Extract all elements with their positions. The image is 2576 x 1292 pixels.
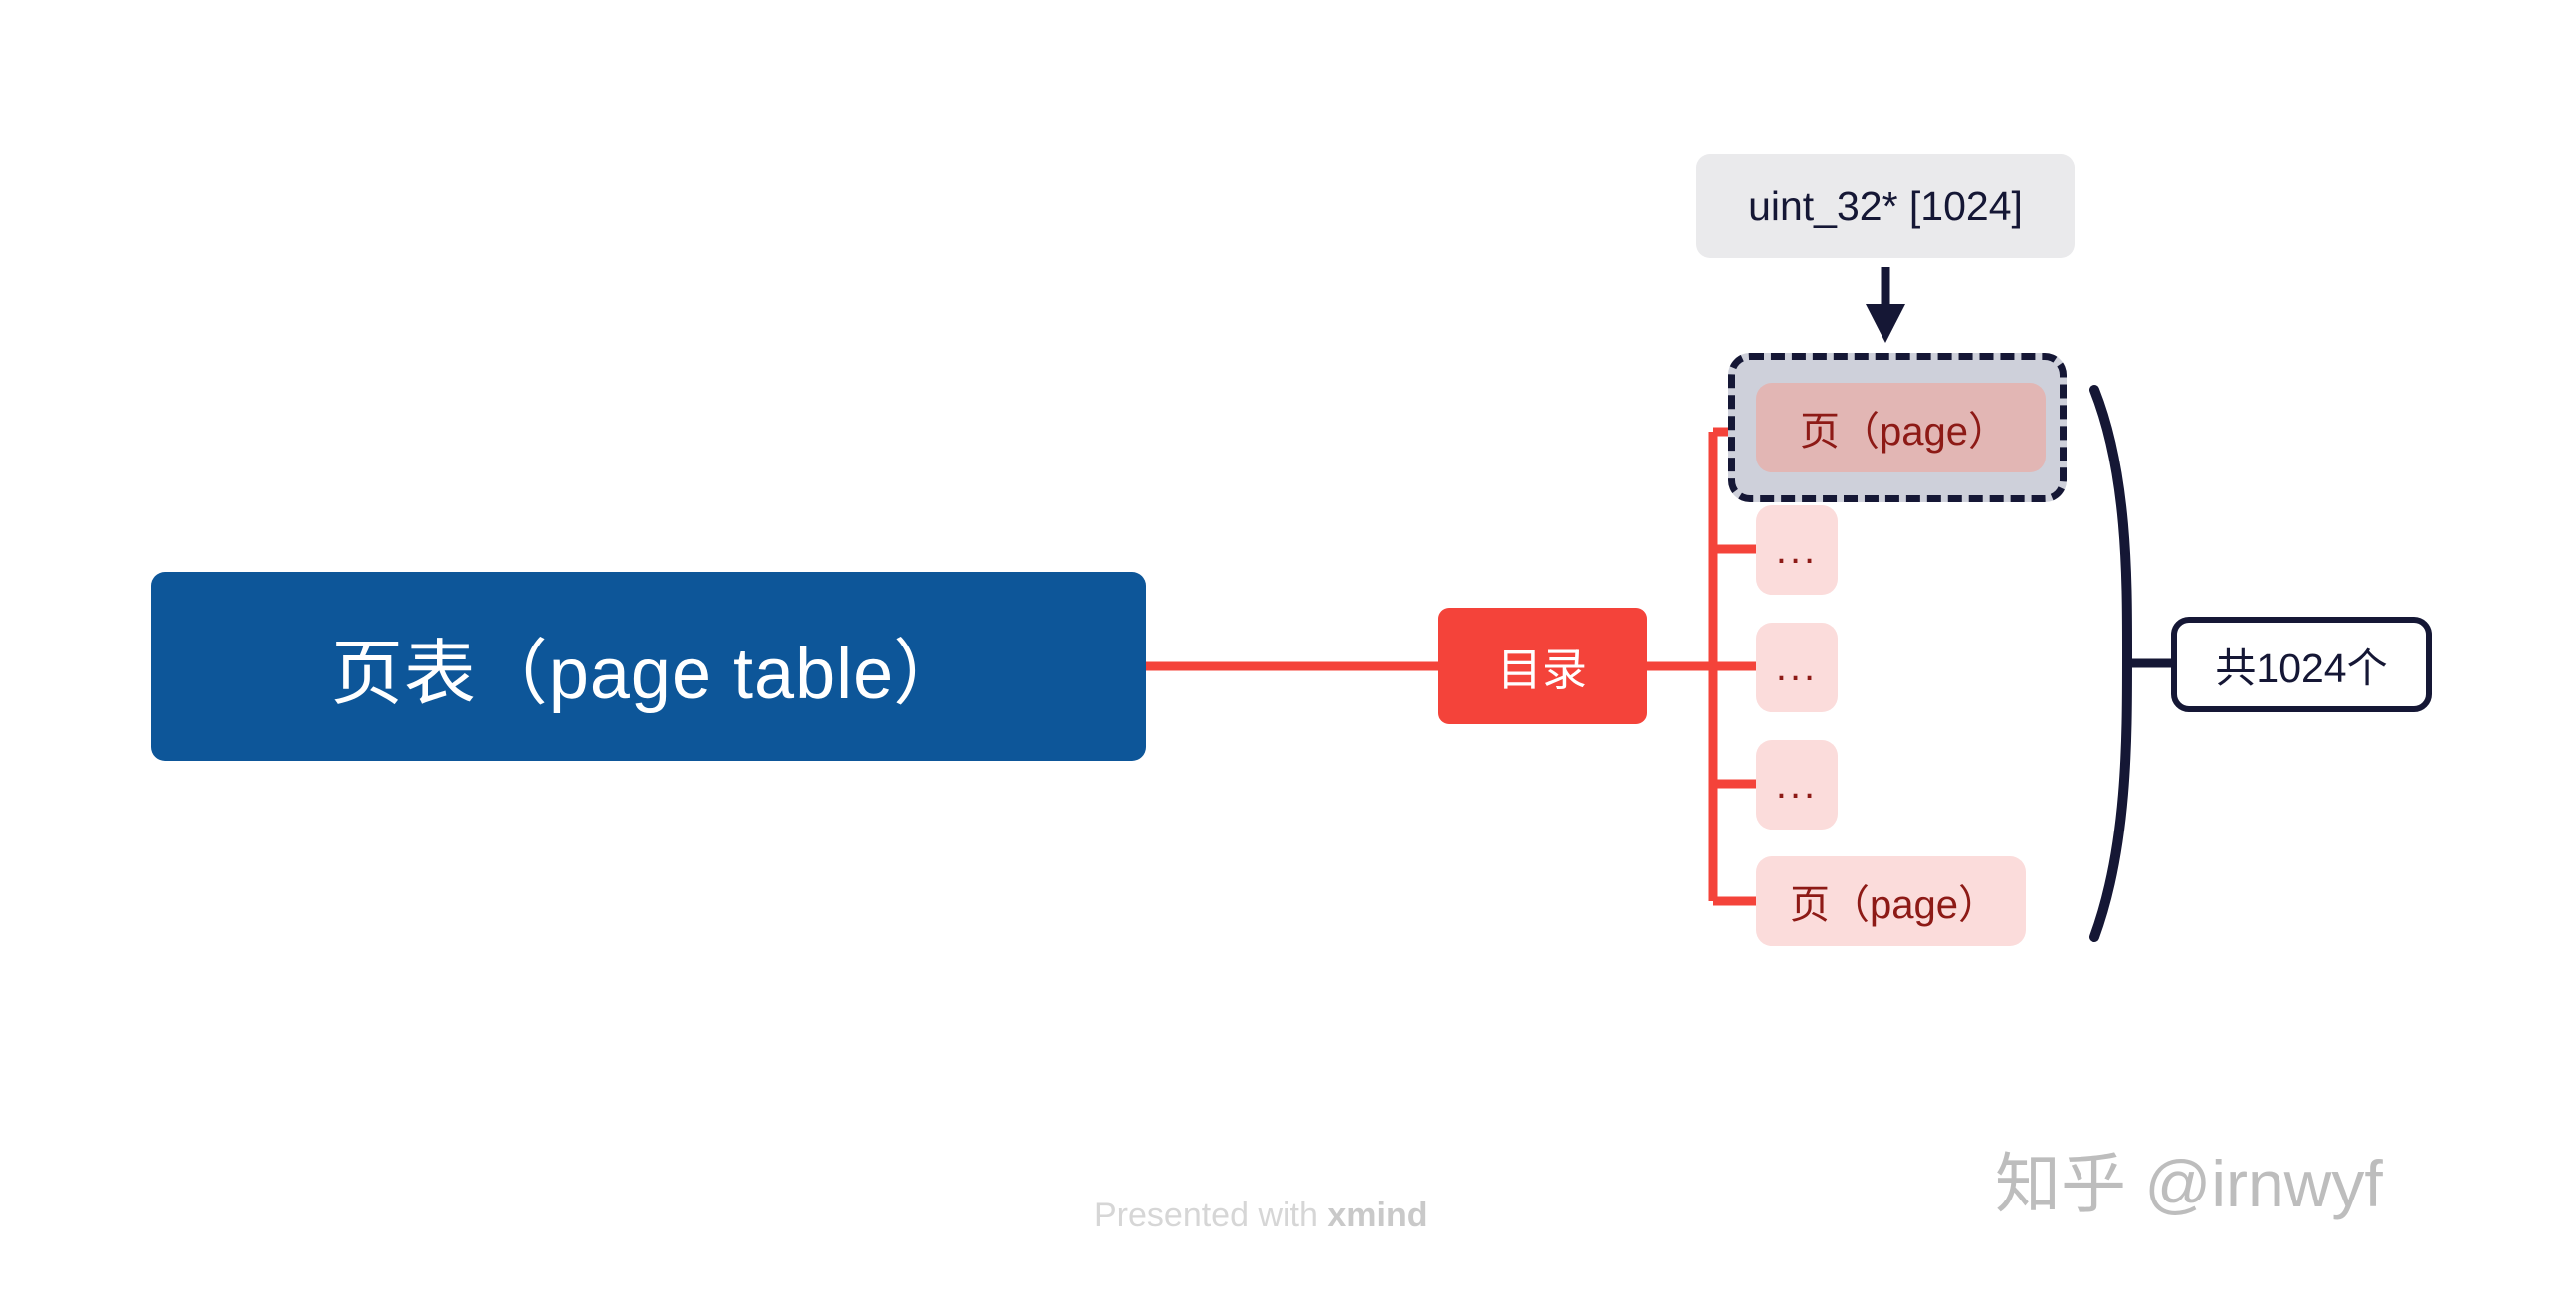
leaf-node-page-first[interactable]: 页（page） bbox=[1756, 383, 2046, 472]
leaf-node-page-last[interactable]: 页（page） bbox=[1756, 856, 2026, 946]
root-node-page-table[interactable]: 页表（page table） bbox=[151, 572, 1146, 761]
branch-node-directory[interactable]: 目录 bbox=[1438, 608, 1647, 724]
xmind-footer: Presented with xmind bbox=[1094, 1197, 1427, 1235]
xmind-brand: xmind bbox=[1327, 1197, 1428, 1234]
type-annotation-box[interactable]: uint_32* [1024] bbox=[1696, 154, 2075, 258]
type-arrow-head bbox=[1866, 304, 1905, 343]
leaf-node-ellipsis-1[interactable]: ... bbox=[1756, 505, 1838, 595]
grouping-brace bbox=[2089, 385, 2132, 942]
xmind-footer-prefix: Presented with bbox=[1094, 1197, 1328, 1234]
leaf-node-ellipsis-3[interactable]: ... bbox=[1756, 740, 1838, 830]
leaf-node-ellipsis-2[interactable]: ... bbox=[1756, 623, 1838, 712]
zhihu-watermark: 知乎 @irnwyf bbox=[1995, 1147, 2383, 1220]
count-annotation-box[interactable]: 共1024个 bbox=[2171, 617, 2432, 712]
